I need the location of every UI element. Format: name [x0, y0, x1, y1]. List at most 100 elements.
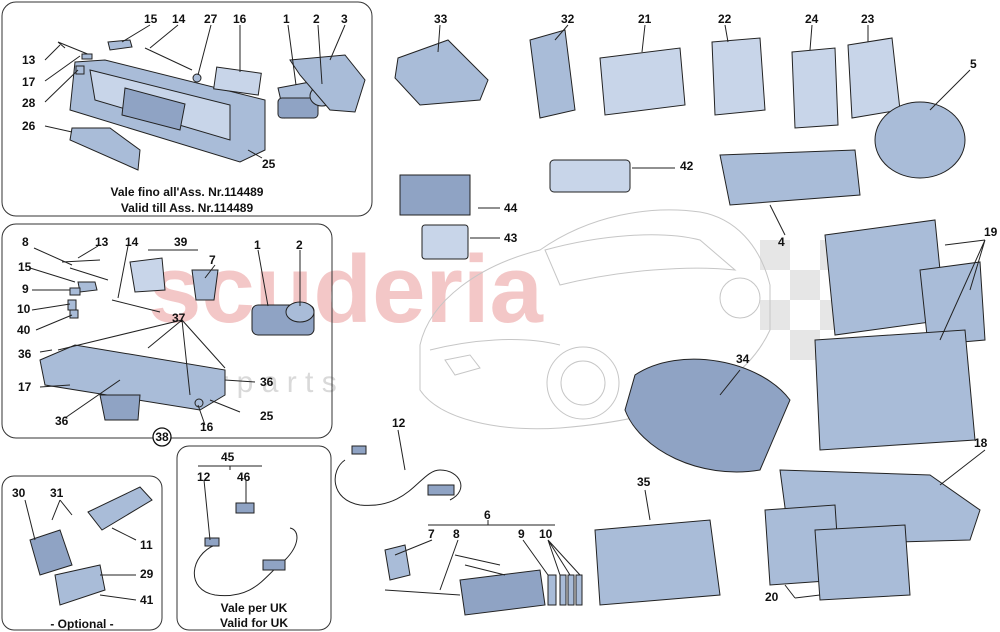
callout-43: 43 — [504, 231, 518, 245]
callout-10: 10 — [539, 527, 553, 541]
callout-2: 2 — [296, 238, 303, 252]
fuse-10a-icon — [559, 574, 567, 606]
callout-1: 1 — [254, 238, 261, 252]
manual-card — [213, 66, 262, 96]
callout-20: 20 — [765, 590, 779, 604]
callout-17: 17 — [22, 75, 36, 89]
top-right-leaders — [437, 24, 971, 239]
tray-cover — [69, 127, 141, 171]
callout-5: 5 — [970, 57, 977, 71]
callout-32: 32 — [561, 12, 575, 26]
tray-pocket — [121, 87, 186, 131]
uk-caption-en: Valid for UK — [220, 616, 288, 630]
callout-3: 3 — [341, 12, 348, 26]
kit-box-till-114489 — [1, 1, 373, 217]
tow-rod-icon — [384, 589, 461, 596]
callout-2: 2 — [313, 12, 320, 26]
callout-17: 17 — [18, 380, 32, 394]
bottom-center-parts — [334, 445, 583, 616]
manual-21-icon — [599, 47, 686, 116]
callout-44: 44 — [504, 201, 518, 215]
bracket-icon — [29, 529, 73, 576]
callout-12: 12 — [197, 470, 211, 484]
fire-extinguisher-icon — [87, 486, 153, 531]
box4-parts — [193, 502, 298, 597]
gloves-icon — [191, 269, 219, 301]
callout-25: 25 — [260, 409, 274, 423]
callout-7: 7 — [209, 253, 216, 267]
charger-box-icon — [262, 559, 286, 571]
callout-25: 25 — [262, 157, 276, 171]
callout-1: 1 — [283, 12, 290, 26]
callout-41: 41 — [140, 593, 154, 607]
charger-cable-icon — [193, 527, 298, 597]
manual-card — [129, 257, 166, 293]
box1-leaders — [44, 24, 346, 159]
callout-23: 23 — [861, 12, 875, 26]
tray-pocket — [99, 394, 141, 421]
fuse-icon — [75, 65, 85, 75]
box1-caption-en: Valid till Ass. Nr.114489 — [121, 201, 254, 215]
uk-caption-it: Vale per UK — [221, 601, 288, 615]
callout-18: 18 — [974, 436, 988, 450]
rod-icon — [111, 299, 161, 313]
callout-21: 21 — [638, 12, 652, 26]
callout-9: 9 — [518, 527, 525, 541]
tool-tray — [39, 344, 226, 411]
optional-caption: - Optional - — [50, 617, 113, 631]
uk-box — [176, 445, 332, 631]
manual-22-icon — [711, 37, 766, 116]
callout-7: 7 — [428, 527, 435, 541]
callout-26: 26 — [22, 119, 36, 133]
callout-34: 34 — [736, 352, 750, 366]
callout-13: 13 — [22, 53, 36, 67]
bag-20b-icon — [814, 524, 911, 601]
luggage-set — [594, 219, 986, 606]
gloves-icon — [384, 544, 411, 581]
tow-hook-icon — [107, 39, 133, 51]
document-pouch-icon — [529, 29, 576, 119]
callout-42: 42 — [680, 159, 694, 173]
callout-10: 10 — [17, 302, 31, 316]
bolt-icon — [194, 398, 204, 408]
optional-box — [1, 475, 163, 631]
box-43-icon — [421, 224, 469, 260]
callout-29: 29 — [140, 567, 154, 581]
car-outline — [419, 209, 771, 430]
holdall-icon — [814, 329, 976, 451]
callout-28: 28 — [22, 96, 36, 110]
tow-hook-icon — [77, 281, 98, 293]
callout-14: 14 — [125, 235, 139, 249]
callout-40: 40 — [17, 323, 31, 337]
callout-11: 11 — [140, 538, 153, 552]
rod-icon — [144, 47, 193, 71]
charger-box-icon — [427, 484, 455, 496]
box1-parts — [57, 39, 366, 171]
callout-27: 27 — [204, 12, 218, 26]
bottom-leaders — [394, 429, 581, 591]
callout-6: 6 — [484, 508, 491, 522]
fuse-10b-icon — [567, 574, 575, 606]
callout-13: 13 — [95, 235, 109, 249]
callout-45: 45 — [221, 450, 235, 464]
callout-9: 9 — [22, 282, 29, 296]
callout-46: 46 — [237, 470, 251, 484]
mount-plate-icon — [54, 564, 106, 606]
charger-cable-12-icon — [334, 459, 462, 506]
fuse-icon — [67, 299, 77, 311]
box-42-icon — [549, 159, 631, 193]
callout-36: 36 — [18, 347, 32, 361]
manual-24-icon — [791, 47, 839, 129]
small-part-icon — [81, 53, 93, 60]
box3-leaders — [24, 499, 137, 601]
callout-24: 24 — [805, 12, 819, 26]
wrench-icon — [57, 41, 91, 56]
callout-15: 15 — [144, 12, 158, 26]
callout-14: 14 — [172, 12, 186, 26]
fuse-9-icon — [547, 574, 557, 606]
box1-caption-it: Vale fino all'Ass. Nr.114489 — [111, 185, 264, 199]
bolt-icon — [192, 73, 202, 83]
connector-icon — [351, 445, 367, 455]
callout-19: 19 — [984, 225, 998, 239]
